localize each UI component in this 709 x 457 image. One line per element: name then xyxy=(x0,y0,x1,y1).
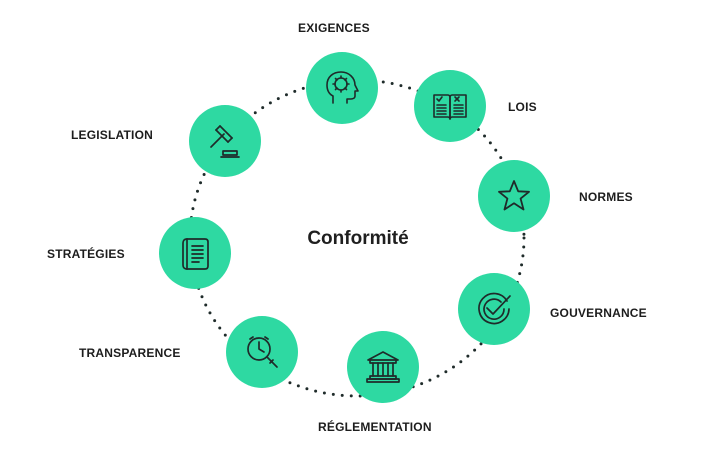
node-gouvernance xyxy=(458,273,530,345)
node-strategies xyxy=(159,217,231,289)
center-title: Conformité xyxy=(307,228,409,249)
node-exigences xyxy=(306,52,378,124)
node-lois xyxy=(414,70,486,142)
star-icon xyxy=(498,180,530,211)
courthouse-icon xyxy=(366,351,400,383)
checkmark-target-icon xyxy=(478,292,511,325)
label-lois: LOIS xyxy=(508,100,537,114)
gavel-icon xyxy=(210,125,240,158)
scroll-document-icon xyxy=(182,238,209,270)
label-normes: NORMES xyxy=(579,190,633,204)
node-transparence xyxy=(226,316,298,388)
node-reglementation xyxy=(347,331,419,403)
label-legislation: LEGISLATION xyxy=(71,128,153,142)
node-normes xyxy=(478,160,550,232)
clock-magnifier-icon xyxy=(247,336,278,368)
label-strategies: STRATÉGIES xyxy=(47,247,125,261)
label-exigences: EXIGENCES xyxy=(298,21,370,35)
label-transparence: TRANSPARENCE xyxy=(79,346,181,360)
head-brain-icon xyxy=(326,71,359,104)
label-gouvernance: GOUVERNANCE xyxy=(550,306,647,320)
law-book-icon xyxy=(433,94,467,120)
node-legislation xyxy=(189,105,261,177)
label-reglementation: RÉGLEMENTATION xyxy=(318,420,432,434)
